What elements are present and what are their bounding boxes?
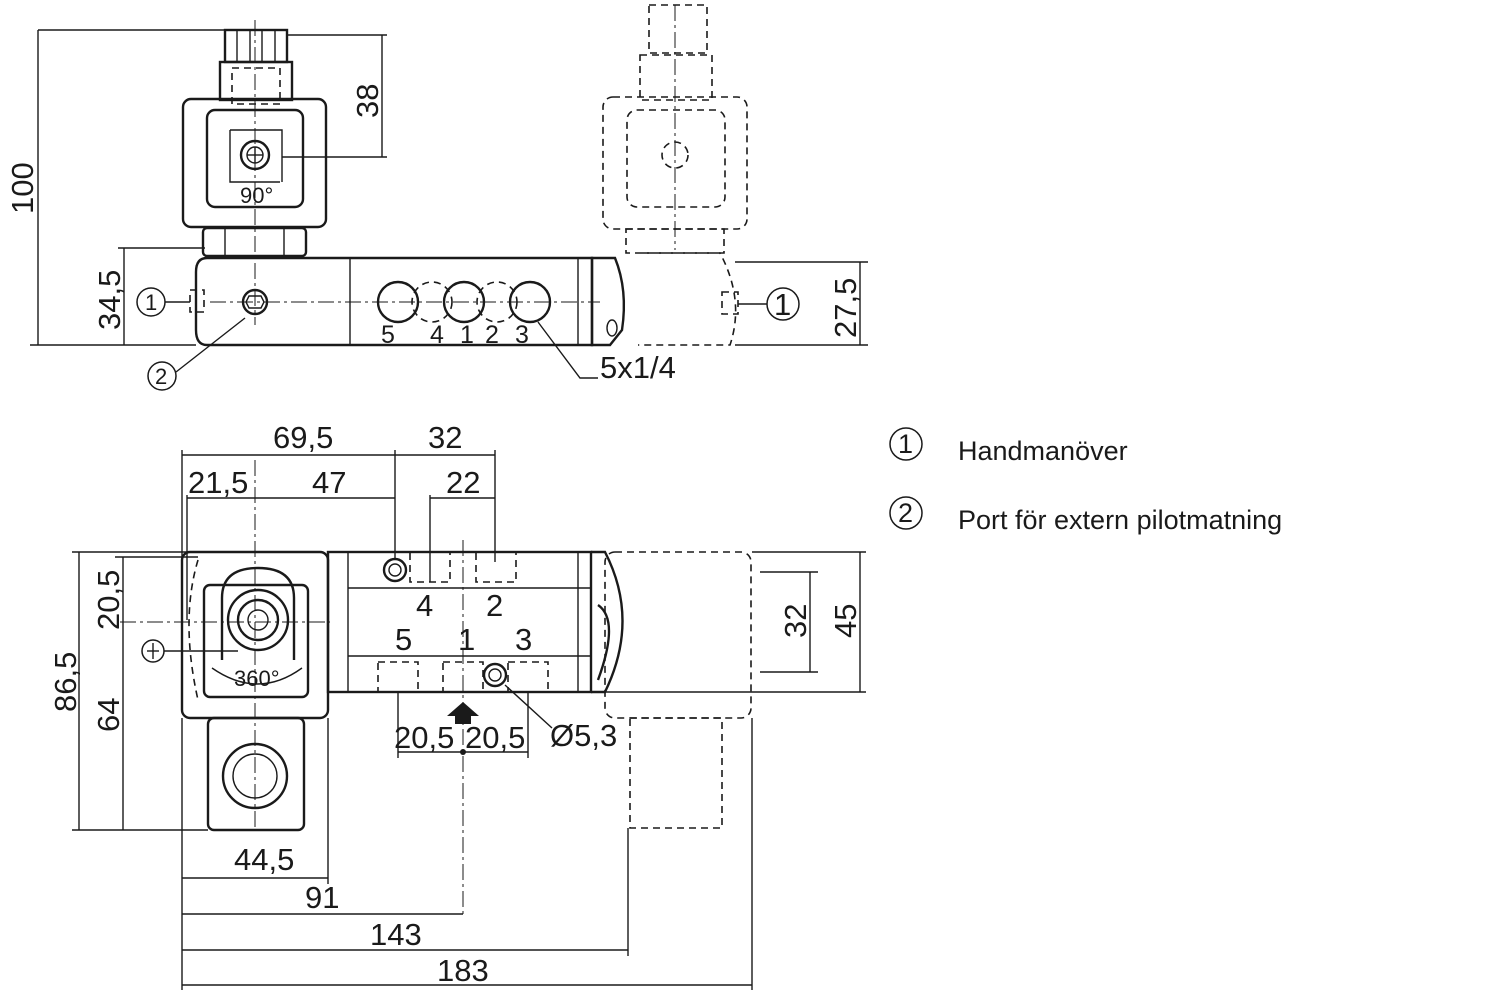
dim-32-top: 32 [428, 420, 462, 455]
dim-27-5: 27,5 [828, 278, 863, 338]
dim-20-5-left: 20,5 [91, 570, 126, 630]
connector-cap [223, 28, 289, 64]
dim-100: 100 [5, 162, 40, 214]
mounting-hole-top [382, 557, 408, 583]
top-view: 360° 4 2 5 1 3 [48, 420, 866, 990]
connector-boss [226, 588, 290, 652]
dim-64: 64 [91, 698, 126, 732]
dim-69-5: 69,5 [273, 420, 333, 455]
dim-20-5-b: 20,5 [465, 720, 525, 755]
dim-hole: Ø5,3 [550, 718, 617, 753]
dim-44-5: 44,5 [234, 842, 294, 877]
callout-1-left: 1 [145, 290, 157, 315]
dim-45: 45 [828, 604, 863, 638]
dim-143: 143 [370, 917, 422, 952]
end-cap [590, 256, 626, 347]
port-label-2-top: 2 [486, 588, 503, 623]
legend-text-2: Port för extern pilotmatning [958, 505, 1282, 535]
dim-91: 91 [305, 880, 339, 915]
legend-number-2: 2 [898, 498, 913, 528]
dim-32-right: 32 [778, 604, 813, 638]
dim-20-5-a: 20,5 [394, 720, 454, 755]
dim-183: 183 [437, 953, 489, 988]
port-label-5-top: 5 [395, 622, 412, 657]
port-label-1: 1 [460, 321, 474, 349]
callout-2: 2 [155, 364, 167, 389]
port-label-4: 4 [430, 321, 444, 349]
legend-number-1: 1 [898, 429, 913, 459]
valve-body [194, 256, 594, 347]
cable-gland [206, 716, 306, 832]
side-view: 90° 5 4 1 2 3 5x1/4 1 [5, 20, 676, 391]
mounting-hole-bottom [482, 662, 508, 688]
legend-text-1: Handmanöver [958, 436, 1128, 466]
dim-86-5: 86,5 [48, 652, 83, 712]
port-label-4-top: 4 [416, 588, 433, 623]
port-label-2: 2 [485, 321, 499, 349]
dim-38: 38 [350, 84, 385, 118]
angle-360-label: 360° [234, 666, 280, 691]
port-label-3: 3 [515, 321, 529, 349]
angle-90-label: 90° [240, 183, 273, 208]
dim-21-5: 21,5 [188, 465, 248, 500]
legend: 1 Handmanöver 2 Port för extern pilotmat… [889, 427, 1282, 535]
flow-arrow [447, 702, 479, 724]
dim-34-5: 34,5 [92, 270, 127, 330]
thread-callout: 5x1/4 [600, 350, 676, 385]
port-label-5: 5 [381, 321, 395, 349]
end-view: 1 27,5 [602, 4, 868, 346]
port-label-3-top: 3 [515, 622, 532, 657]
callout-1-right: 1 [774, 287, 791, 322]
dim-47: 47 [312, 465, 346, 500]
port-label-1-top: 1 [458, 622, 475, 657]
valve-body-top [326, 550, 593, 694]
dim-22: 22 [446, 465, 480, 500]
